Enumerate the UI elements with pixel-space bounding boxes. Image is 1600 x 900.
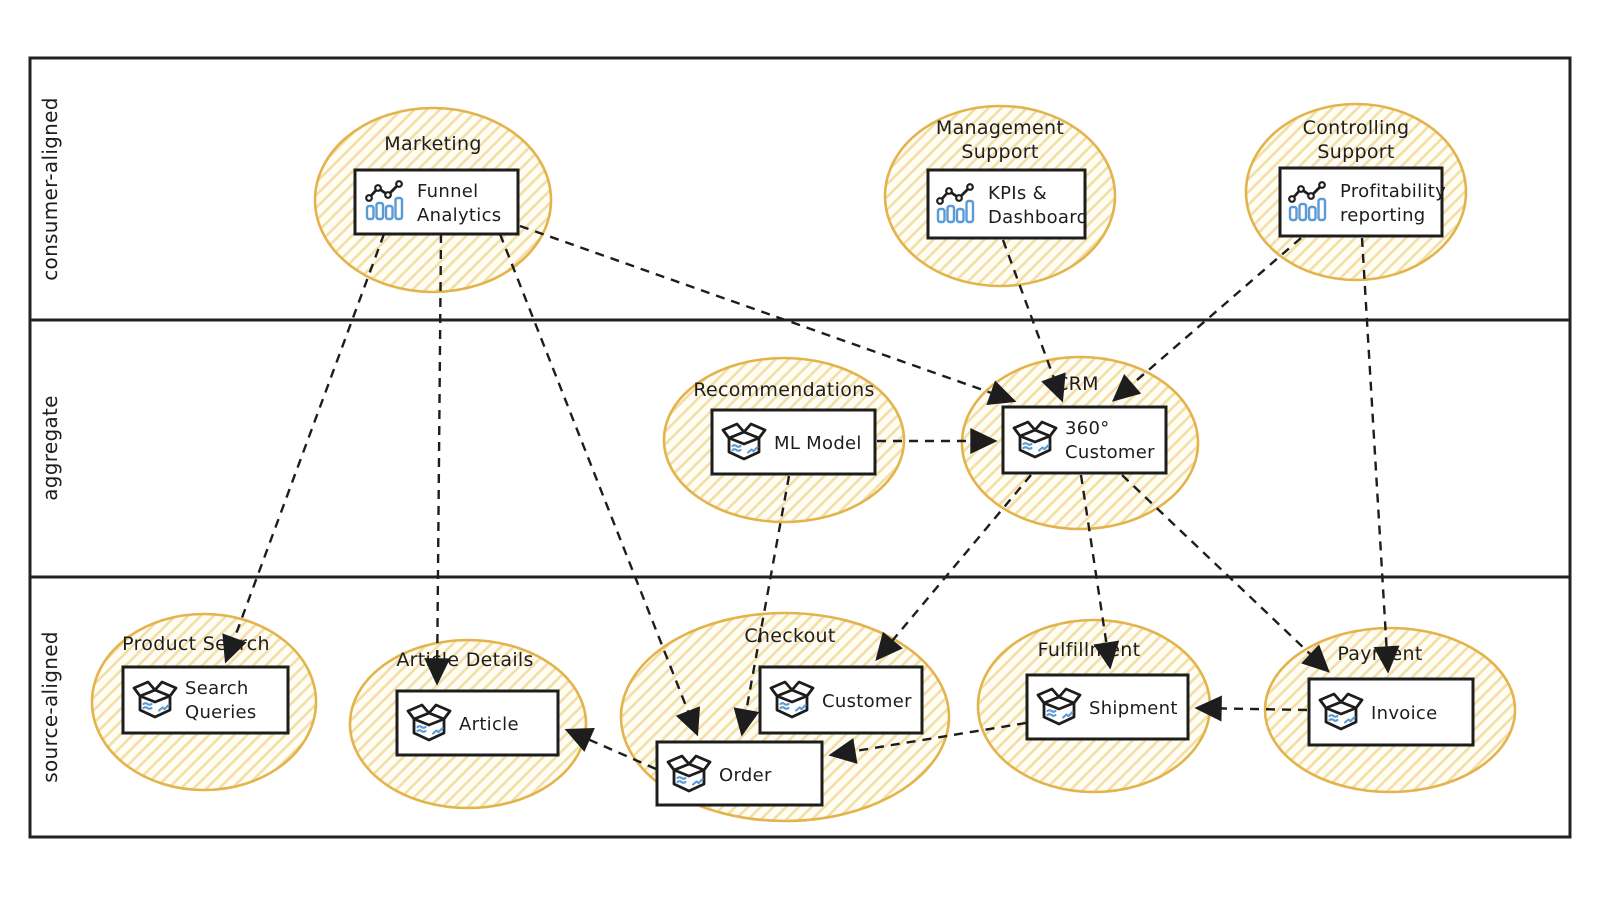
product-label-funnel-analytics-1: Funnel (417, 181, 478, 202)
product-label-customer-360-1: 360° (1065, 418, 1110, 439)
product-invoice: Invoice (1307, 677, 1475, 747)
product-funnel-analytics: Funnel Analytics (353, 168, 520, 236)
domain-label-crm: CRM (1055, 373, 1099, 395)
edges (222, 224, 1400, 771)
edge-order-to-article (564, 728, 657, 771)
product-profitability-reporting: Profitability reporting (1278, 166, 1446, 238)
domain-label-controlling-support-2: Support (1317, 141, 1394, 163)
edge-invoice-to-shipment (1194, 695, 1308, 722)
product-label-customer-360-2: Customer (1065, 442, 1155, 463)
domain-label-controlling-support-1: Controlling (1303, 117, 1410, 139)
product-label-kpis-dashboard-2: Dashboard (988, 207, 1088, 228)
product-search-queries: Search Queries (121, 665, 290, 735)
product-label-ml-model: ML Model (774, 433, 862, 454)
product-box-profitability-reporting (1278, 166, 1444, 238)
domain-label-management-support-1: Management (936, 117, 1064, 139)
edge-profitability-reporting-to-invoice (1360, 237, 1400, 674)
domain-label-checkout: Checkout (744, 625, 835, 647)
edge-ml-model-to-order (733, 475, 791, 737)
lane-source-aligned (28, 575, 1572, 839)
edge-customer-360-to-customer (875, 474, 1032, 661)
product-label-invoice: Invoice (1371, 703, 1437, 724)
edge-kpis-dashboard-to-customer-360 (1001, 239, 1066, 403)
product-label-customer: Customer (822, 691, 912, 712)
swimlanes: consumer-aligned aggregate source-aligne… (28, 56, 1572, 839)
product-label-kpis-dashboard-1: KPIs & (988, 183, 1047, 204)
edge-customer-360-to-shipment (1079, 474, 1120, 670)
product-label-profitability-reporting-2: reporting (1340, 205, 1426, 226)
domain-label-management-support-2: Support (961, 141, 1038, 163)
lane-label-aggregate: aggregate (38, 395, 62, 501)
product-customer-360: 360° Customer (1001, 405, 1168, 475)
product-label-search-queries-1: Search (185, 678, 249, 699)
product-label-article: Article (459, 714, 519, 735)
product-label-profitability-reporting-1: Profitability (1340, 181, 1446, 202)
product-label-search-queries-2: Queries (185, 702, 257, 723)
product-kpis-dashboard: KPIs & Dashboard (926, 168, 1088, 240)
lane-label-source-aligned: source-aligned (38, 631, 62, 783)
edge-funnel-analytics-to-article (424, 233, 451, 686)
lane-label-consumer-aligned: consumer-aligned (38, 97, 62, 281)
product-label-funnel-analytics-2: Analytics (417, 205, 501, 226)
domain-label-marketing: Marketing (384, 133, 481, 155)
edge-shipment-to-order (828, 721, 1027, 764)
domain-label-payment: Payment (1337, 643, 1422, 665)
product-label-order: Order (719, 765, 772, 786)
domain-label-fulfillment: Fulfillment (1038, 639, 1141, 661)
product-shipment: Shipment (1025, 673, 1190, 741)
edge-funnel-analytics-to-search-queries (222, 233, 386, 664)
domain-label-recommendations: Recommendations (693, 379, 874, 401)
product-order: Order (655, 740, 824, 807)
products: Funnel Analytics KPIs & Dashboard Profit… (121, 166, 1475, 807)
product-box-kpis-dashboard (926, 168, 1087, 240)
domain-label-product-search: Product Search (122, 633, 270, 655)
product-ml-model: ML Model (710, 408, 877, 476)
edge-funnel-analytics-to-customer-360 (519, 224, 1017, 406)
product-article: Article (395, 689, 560, 757)
product-label-shipment: Shipment (1089, 698, 1178, 719)
product-customer: Customer (758, 665, 924, 735)
domain-label-article-details: Article Details (396, 649, 533, 671)
